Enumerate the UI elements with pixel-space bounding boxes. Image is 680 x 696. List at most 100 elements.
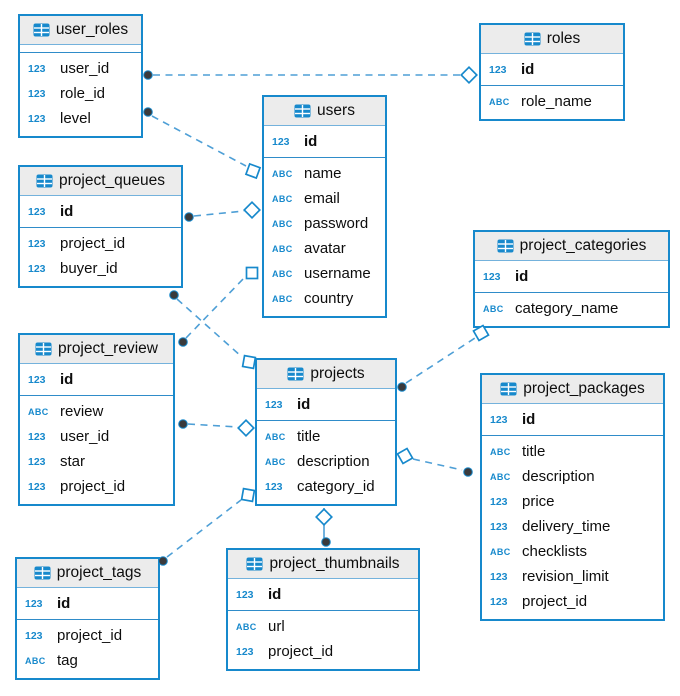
numeric-type-icon: 123: [483, 270, 501, 283]
relation-endpoint-square: [241, 354, 257, 370]
column-name: id: [268, 586, 282, 603]
relation-project_review-to-users[interactable]: [178, 266, 259, 347]
table-header-project_queues[interactable]: project_queues: [20, 167, 181, 196]
column-name: role_name: [521, 93, 592, 110]
numeric-type-icon: 123: [28, 87, 46, 100]
relation-user_roles-to-roles[interactable]: [143, 66, 478, 84]
table-header-user_roles[interactable]: user_roles: [20, 16, 141, 45]
table-header-users[interactable]: users: [264, 97, 385, 126]
numeric-type-icon: 123: [28, 112, 46, 125]
text-type-icon: ABC: [483, 303, 504, 314]
numeric-type-icon: 123: [490, 520, 508, 533]
table-header-project_thumbnails[interactable]: project_thumbnails: [228, 550, 418, 579]
primary-key-section: [20, 45, 141, 53]
table-header-project_packages[interactable]: project_packages: [482, 375, 663, 404]
numeric-type-icon: 123: [28, 262, 46, 275]
relation-endpoint-dot: [143, 70, 153, 80]
relation-endpoint-dot: [397, 382, 407, 392]
table-header-roles[interactable]: roles: [481, 25, 623, 54]
table-header-project_review[interactable]: project_review: [20, 335, 173, 364]
column-row-users-name[interactable]: ABC name: [272, 161, 377, 186]
column-row-user_roles-level[interactable]: 123 level: [28, 106, 133, 131]
relation-projects-to-project_thumbnails[interactable]: [315, 508, 333, 547]
text-type-icon: ABC: [272, 168, 293, 179]
relation-endpoint-dot: [178, 419, 188, 429]
column-name: name: [304, 165, 342, 182]
relation-endpoint-dot: [463, 467, 473, 477]
relation-project_queues-to-projects[interactable]: [169, 290, 257, 370]
relation-projects-to-project_categories[interactable]: [397, 324, 490, 392]
relation-endpoint-dot: [321, 537, 331, 547]
relation-project_packages-to-projects[interactable]: [396, 447, 473, 477]
column-name: level: [60, 110, 91, 127]
text-type-icon: ABC: [272, 268, 293, 279]
column-name: id: [60, 371, 74, 388]
table-header-project_categories[interactable]: project_categories: [475, 232, 668, 261]
column-name: category_id: [297, 478, 375, 495]
numeric-type-icon: 123: [28, 237, 46, 250]
table-header-projects[interactable]: projects: [257, 360, 395, 389]
text-type-icon: ABC: [490, 446, 511, 457]
table-icon: [35, 342, 52, 356]
table-header-project_tags[interactable]: project_tags: [17, 559, 158, 588]
relation-endpoint-diamond: [460, 66, 478, 84]
relation-project_queues-to-users[interactable]: [184, 201, 261, 222]
column-name: tag: [57, 652, 78, 669]
table-icon: [33, 23, 50, 37]
relation-project_review-to-projects[interactable]: [178, 419, 255, 437]
column-name: project_id: [268, 643, 334, 660]
